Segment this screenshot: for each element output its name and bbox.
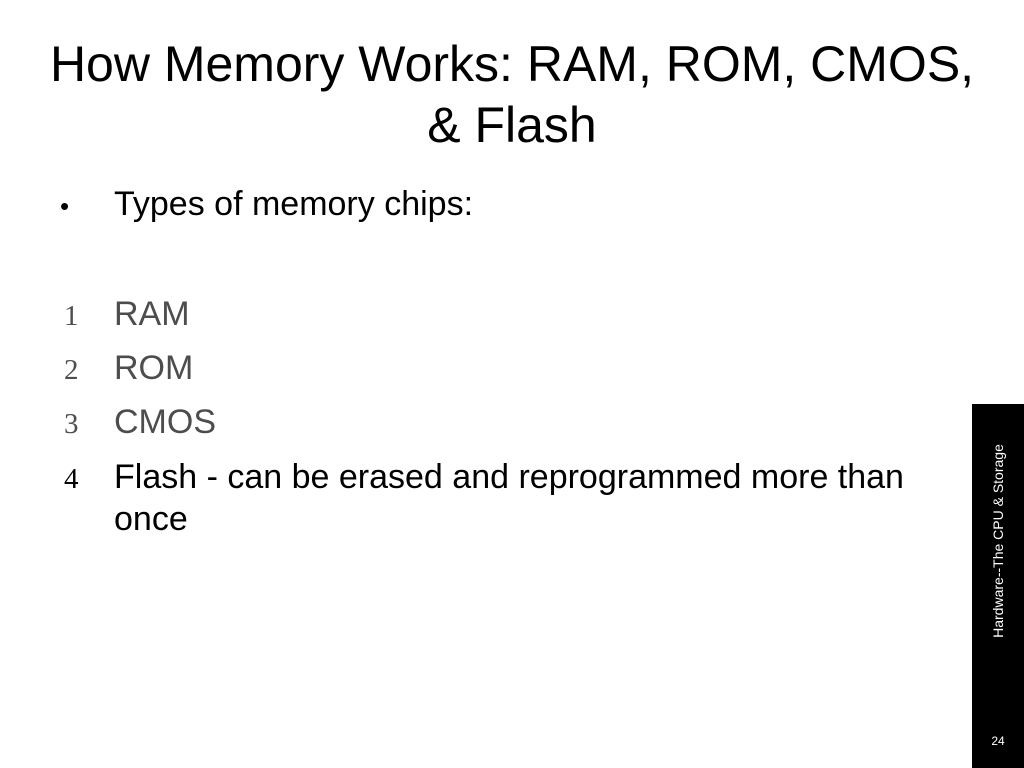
item-text: CMOS bbox=[114, 403, 216, 441]
item-number: 1 bbox=[64, 300, 79, 332]
bullet-text: Types of memory chips: bbox=[114, 185, 474, 223]
item-text: ROM bbox=[114, 349, 194, 387]
numbered-item-cmos: 3 CMOS bbox=[60, 402, 960, 444]
item-number: 2 bbox=[64, 354, 79, 386]
sidebar-label: Hardware--The CPU & Storage bbox=[990, 444, 1006, 638]
numbered-item-ram: 1 RAM bbox=[60, 294, 960, 336]
item-text: Flash - can be erased and reprogrammed m… bbox=[114, 458, 904, 538]
bullet-item: • Types of memory chips: bbox=[60, 182, 960, 228]
bullet-marker: • bbox=[60, 191, 70, 221]
item-number: 4 bbox=[64, 463, 79, 495]
numbered-item-rom: 2 ROM bbox=[60, 348, 960, 390]
slide-content: • Types of memory chips: 1 RAM 2 ROM 3 C… bbox=[60, 182, 960, 552]
spacer bbox=[60, 228, 960, 294]
item-number: 3 bbox=[64, 408, 79, 440]
slide-title: How Memory Works: RAM, ROM, CMOS, & Flas… bbox=[49, 36, 975, 153]
page-number: 24 bbox=[991, 734, 1005, 748]
item-text: RAM bbox=[114, 295, 190, 333]
sidebar-band: Hardware--The CPU & Storage 24 bbox=[972, 404, 1024, 768]
numbered-item-flash: 4 Flash - can be erased and reprogrammed… bbox=[60, 456, 960, 540]
